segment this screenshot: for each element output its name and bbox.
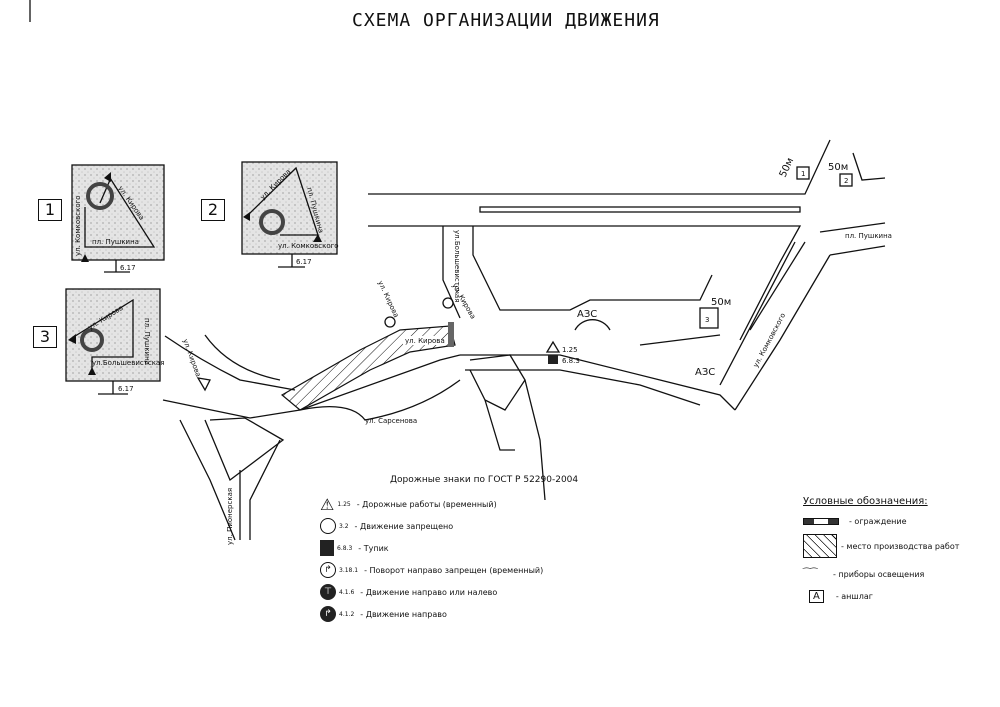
inset-number: 1 <box>38 199 62 221</box>
inset-1: ул. Кирова пл. Пушкина ул. Комковского 6… <box>71 164 165 273</box>
legend-item: 3.2 - Движение запрещено <box>320 515 578 537</box>
page-title: СХЕМА ОРГАНИЗАЦИИ ДВИЖЕНИЯ <box>352 10 660 31</box>
roadworks-sign <box>545 340 561 353</box>
legend-text: - Движение запрещено <box>354 521 454 531</box>
legend-title: Условные обозначения: <box>803 496 928 507</box>
legend-item: ⁀⁀ - приборы освещения <box>803 563 959 585</box>
sign-code: 6.8.3 <box>562 357 580 365</box>
sign-code: 3.2 <box>339 522 349 530</box>
street-label: ул.Большевистская <box>453 230 461 302</box>
no-right-turn-icon: ↱ <box>320 562 336 578</box>
sign-code: 1.25 <box>562 346 578 354</box>
inset-2: ул. Кирова пл. Пушкина ул. Комковского 6… <box>241 161 339 268</box>
road-signs-legend: Дорожные знаки по ГОСТ Р 52290-2004 ⚠1.2… <box>320 475 578 625</box>
right-turn-icon: ↱ <box>320 606 336 622</box>
inset-sign-code: 6.17 <box>296 258 312 266</box>
dead-end-sign <box>548 355 558 364</box>
legend-item: ⊤4.1.6 - Движение направо или налево <box>320 581 578 603</box>
inset-street: пл. Пушкина <box>92 238 139 246</box>
legend-item: А - аншлаг <box>803 585 959 607</box>
legend-text: - аншлаг <box>835 591 873 601</box>
sign-code: 6.8.3 <box>337 544 353 552</box>
legend-text: - Дорожные работы (временный) <box>356 499 497 509</box>
no-entry-circle-icon <box>320 518 336 534</box>
legend-text: - место производства работ <box>841 541 960 551</box>
hatched-area-icon <box>803 534 837 558</box>
legend-text: - Поворот направо запрещен (временный) <box>364 565 544 575</box>
dead-end-icon <box>320 540 334 556</box>
no-entry-sign <box>442 297 454 309</box>
inset-street: ул. Комковского <box>74 195 82 256</box>
sign-code: 4.1.6 <box>339 588 355 596</box>
street-label: ул. Пионерская <box>226 488 234 545</box>
legend-text: - Движение направо <box>360 609 447 619</box>
inset-sign-code: 6.17 <box>120 264 136 272</box>
street-label: ул. Кирова <box>405 337 445 345</box>
distance-label: 50м <box>778 156 797 179</box>
fence-icon <box>803 517 839 525</box>
site-mark: 3 <box>705 316 709 324</box>
inset-street: ул.Большевистская <box>92 359 164 367</box>
street-label: ул. Кирова <box>376 279 400 318</box>
legend-text: - ограждение <box>849 516 907 526</box>
legend-text: - Тупик <box>358 543 389 553</box>
inset-3: ул. Кирова пл. Пушкина ул.Большевистская… <box>65 288 164 395</box>
legend-item: - ограждение <box>803 513 959 529</box>
azs-label: АЗС <box>577 309 597 320</box>
sign-board-icon: А <box>809 589 824 603</box>
legend-item: ↱4.1.2 - Движение направо <box>320 603 578 625</box>
site-mark: 1 <box>801 170 805 178</box>
legend-item: ↱3.18.1 - Поворот направо запрещен (време… <box>320 559 578 581</box>
street-label: пл. Пушкина <box>845 232 892 240</box>
legend-title: Дорожные знаки по ГОСТ Р 52290-2004 <box>390 475 579 485</box>
site-mark: 2 <box>844 177 848 185</box>
symbols-legend: Условные обозначения: - ограждение - мес… <box>803 496 959 607</box>
legend-item: ⚠1.25 - Дорожные работы (временный) <box>320 493 578 515</box>
fence <box>448 322 454 347</box>
street-label: ул. Сарсенова <box>365 417 417 425</box>
lighting-fixture <box>384 316 396 328</box>
inset-street: ул. Комковского <box>278 242 339 250</box>
distance-label: 50м <box>711 297 731 308</box>
inset-street: пл. Пушкина <box>143 318 151 365</box>
legend-item: 6.8.3 - Тупик <box>320 537 578 559</box>
legend-text: - приборы освещения <box>833 569 925 579</box>
sign-code: 1.25 <box>337 500 351 508</box>
inset-sign-code: 6.17 <box>118 385 134 393</box>
sign-code: 4.1.2 <box>339 610 355 618</box>
legend-text: - Движение направо или налево <box>360 587 498 597</box>
roadworks-icon: ⚠ <box>320 494 335 514</box>
sign-code: 3.18.1 <box>339 566 359 574</box>
distance-label: 50м <box>828 162 848 173</box>
azs-label: АЗС <box>695 367 715 378</box>
inset-number: 2 <box>201 199 225 221</box>
legend-item: - место производства работ <box>803 529 959 563</box>
left-right-icon: ⊤ <box>320 584 336 600</box>
label-backing <box>403 336 441 345</box>
inset-number: 3 <box>33 326 57 348</box>
street-label: ул. Комковского <box>752 312 787 369</box>
work-zone <box>280 325 456 411</box>
lighting-icon: ⁀⁀ <box>803 569 818 579</box>
